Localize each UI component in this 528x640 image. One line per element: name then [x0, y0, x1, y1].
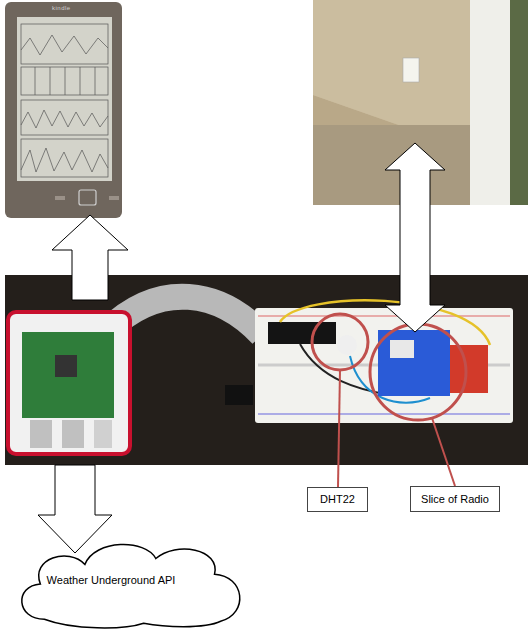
highlight-circle: [370, 324, 466, 420]
kindle-photo: [5, 2, 122, 218]
kindle-bezel: [5, 2, 122, 218]
block-arrow: [38, 465, 112, 553]
grid-line: [95, 67, 96, 95]
foliage: [510, 0, 528, 205]
leader-line: [338, 370, 340, 487]
grid-line: [65, 67, 66, 95]
forecast-row: [21, 67, 108, 95]
graph-line: [21, 148, 108, 172]
pin-header: [268, 322, 336, 344]
hardware-photo: [5, 275, 528, 465]
graph-panel: [21, 139, 108, 177]
cloud-outline-path: [22, 544, 240, 627]
graph-line: [21, 110, 108, 128]
node-text: Weather Underground API: [47, 574, 176, 587]
home-button: [79, 190, 96, 205]
cobbler: [225, 385, 253, 405]
sensor-node: [403, 58, 419, 82]
graph-line: [21, 35, 108, 55]
pi-chip: [55, 355, 77, 377]
double-block-arrow: [385, 143, 445, 332]
power-rail: [258, 316, 510, 317]
grid-line: [80, 67, 81, 95]
white-trim: [470, 0, 510, 205]
graph-panel: [21, 100, 108, 135]
node-text: Slice of Radio: [421, 493, 489, 506]
power-rail: [258, 414, 510, 415]
callout-box: DHT22: [307, 487, 368, 512]
callout-box: Slice of Radio: [410, 486, 500, 512]
nav-button: [55, 196, 65, 200]
radio-chip: [390, 340, 414, 358]
pi-board: [22, 332, 114, 418]
radio-module: [378, 330, 450, 396]
node-text: DHT22: [320, 493, 355, 506]
graph-panel: [21, 24, 108, 64]
ethernet-port: [94, 420, 112, 448]
grid-line: [35, 67, 36, 95]
brand-label: kindle: [52, 5, 71, 11]
usb-port: [30, 420, 52, 448]
screen-graphs: [21, 24, 108, 177]
usb-port: [62, 420, 84, 448]
leader-line: [432, 418, 455, 486]
kindle-screen: [17, 17, 112, 181]
dht22-sensor: [337, 335, 357, 355]
grid-line: [50, 67, 51, 95]
block-arrow: [52, 215, 128, 300]
cloud-shape: Weather Underground API: [12, 535, 250, 633]
highlight-circle: [312, 314, 368, 370]
table-background: [5, 275, 528, 465]
nav-button: [109, 196, 119, 200]
radio-antenna-board: [450, 345, 488, 393]
pi-case: [8, 312, 130, 454]
